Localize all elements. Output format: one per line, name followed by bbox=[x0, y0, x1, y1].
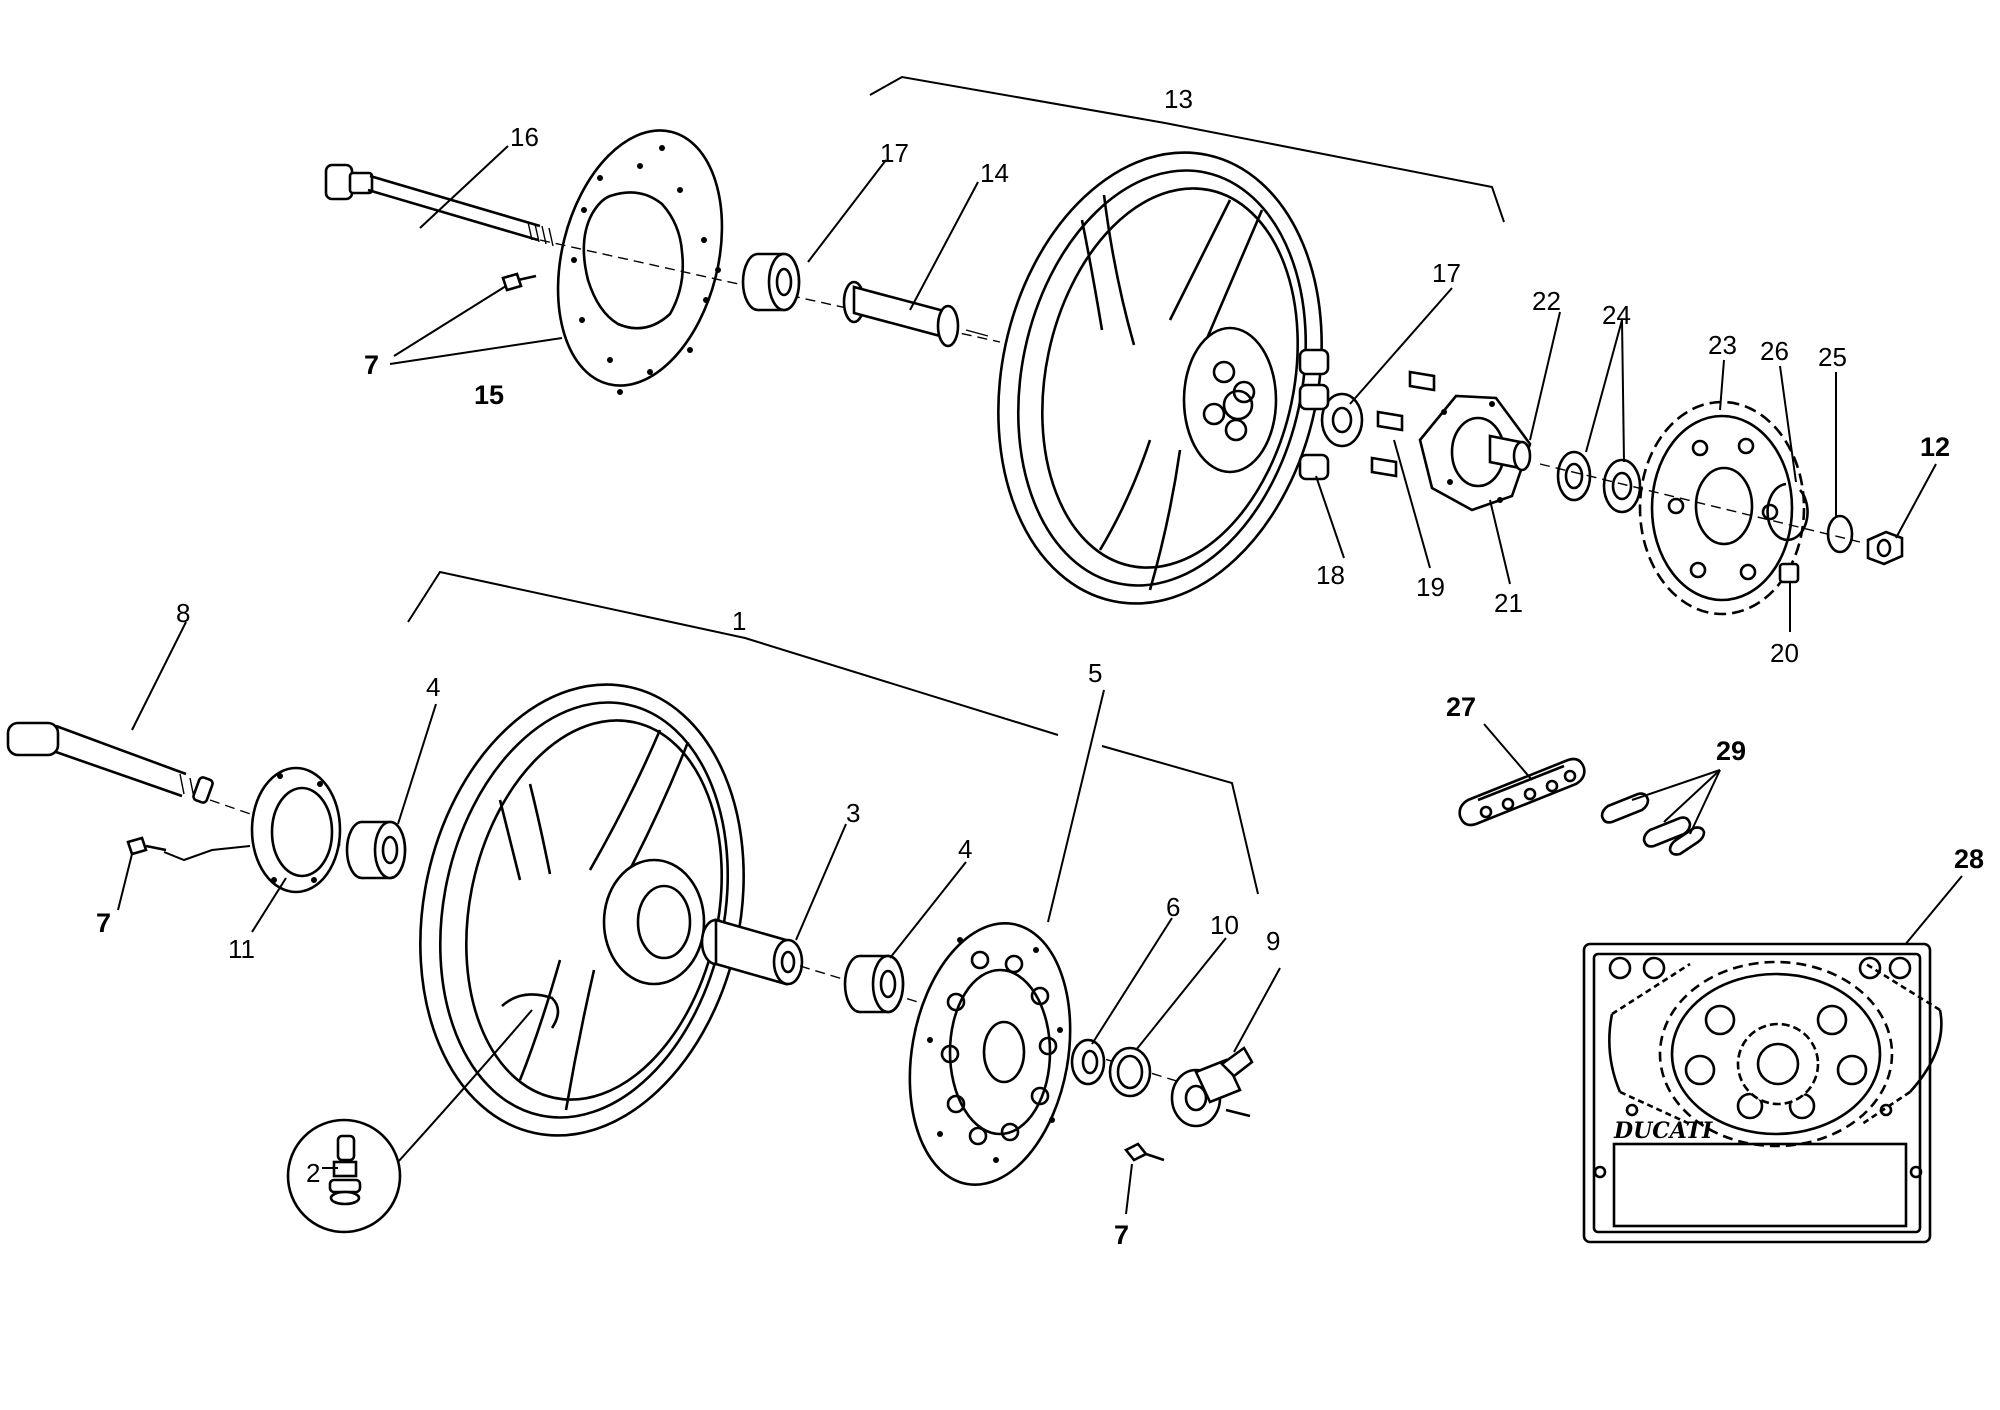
axle-nut bbox=[1866, 530, 1904, 566]
disc-bolt-rear bbox=[501, 272, 537, 292]
rear-sprocket bbox=[1638, 400, 1806, 616]
callout-8: 8 bbox=[176, 598, 190, 628]
callout-4-right: 4 bbox=[958, 834, 972, 864]
callout-23: 23 bbox=[1708, 330, 1737, 360]
rear-hub-bearing-left bbox=[741, 252, 801, 312]
oil-seal bbox=[1108, 1046, 1152, 1098]
callout-14: 14 bbox=[980, 158, 1009, 188]
drive-chain bbox=[1458, 757, 1586, 827]
callout-20: 20 bbox=[1770, 638, 1799, 668]
callout-13: 13 bbox=[1164, 84, 1193, 114]
speedometer-drive bbox=[1170, 1046, 1254, 1128]
front-wheel-rim bbox=[419, 683, 745, 1137]
chain-master-link bbox=[1600, 792, 1706, 856]
callout-9: 9 bbox=[1266, 926, 1280, 956]
front-collar bbox=[1070, 1038, 1106, 1086]
rear-wheel-assembly: 16 7 15 17 14 13 17 18 19 21 22 24 23 26… bbox=[324, 75, 1950, 668]
callout-24: 24 bbox=[1602, 300, 1631, 330]
front-axle bbox=[6, 721, 214, 804]
callout-17-right: 17 bbox=[1432, 258, 1461, 288]
callout-7-rear-disc-bolt: 7 bbox=[364, 350, 379, 380]
rear-brake-disc bbox=[556, 129, 724, 395]
callout-28: 28 bbox=[1954, 844, 1984, 874]
speedo-drive-cover bbox=[250, 766, 342, 894]
callout-10: 10 bbox=[1210, 910, 1239, 940]
front-spacer bbox=[700, 918, 804, 986]
chain-parts: 27 29 28 bbox=[1446, 692, 1984, 947]
callout-7-front-disc-bolt: 7 bbox=[1114, 1220, 1129, 1250]
sprocket-studs bbox=[1370, 370, 1436, 478]
group-9-bracket bbox=[1101, 745, 1259, 895]
callout-7-cover-bolt: 7 bbox=[96, 908, 111, 938]
callout-15: 15 bbox=[474, 380, 504, 410]
callout-29: 29 bbox=[1716, 736, 1746, 766]
disc-bolt-front bbox=[1123, 1142, 1165, 1162]
rear-axle bbox=[324, 163, 554, 247]
rear-hub-bearing-right bbox=[1320, 392, 1364, 448]
front-wheel-assembly: 8 7 11 4 1 3 4 5 6 10 9 7 2 bbox=[6, 570, 1281, 1250]
callout-16: 16 bbox=[510, 122, 539, 152]
cover-bolt bbox=[126, 836, 167, 856]
callout-22: 22 bbox=[1532, 286, 1561, 316]
callout-2: 2 bbox=[306, 1158, 320, 1188]
callout-5: 5 bbox=[1088, 658, 1102, 688]
callout-11: 11 bbox=[228, 934, 255, 964]
callout-1: 1 bbox=[732, 606, 746, 636]
callout-12: 12 bbox=[1920, 432, 1950, 462]
callout-18: 18 bbox=[1316, 560, 1345, 590]
callout-19: 19 bbox=[1416, 572, 1445, 602]
front-brake-disc bbox=[908, 922, 1072, 1186]
rear-wheel-rim bbox=[997, 151, 1323, 605]
ducati-logo: DUCATI bbox=[1613, 1118, 1713, 1144]
sprocket-nut bbox=[1778, 562, 1800, 584]
group-13-bracket bbox=[869, 75, 1505, 223]
callout-3: 3 bbox=[846, 798, 860, 828]
callout-21: 21 bbox=[1494, 588, 1523, 618]
callout-17-left: 17 bbox=[880, 138, 909, 168]
front-wheel-bearing-right bbox=[843, 954, 905, 1014]
callout-26: 26 bbox=[1760, 336, 1789, 366]
callout-27: 27 bbox=[1446, 692, 1476, 722]
circlip bbox=[1766, 482, 1809, 542]
flange-spacer bbox=[1488, 434, 1532, 472]
washer bbox=[1826, 514, 1854, 554]
tire-valve-detail bbox=[286, 1118, 402, 1234]
chain-guard-decal: DUCATI bbox=[1582, 942, 1943, 1244]
callout-6: 6 bbox=[1166, 892, 1180, 922]
flange-bearings bbox=[1556, 450, 1642, 514]
callout-4-left: 4 bbox=[426, 672, 440, 702]
rear-spacer bbox=[842, 280, 989, 348]
front-wheel-bearing-left bbox=[345, 820, 407, 880]
group-1-bracket bbox=[407, 570, 1059, 736]
cush-drive-rubber bbox=[1298, 348, 1330, 481]
callout-25: 25 bbox=[1818, 342, 1847, 372]
